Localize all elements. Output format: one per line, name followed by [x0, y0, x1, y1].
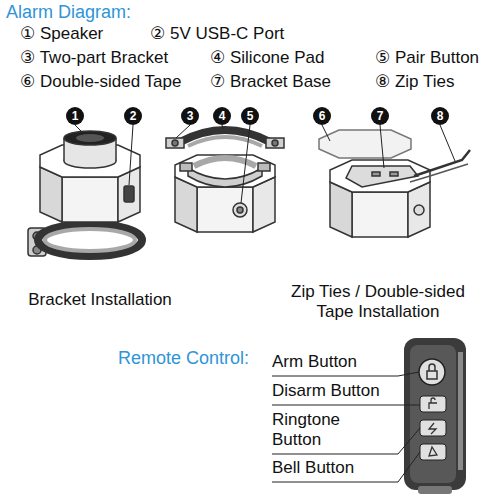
alarm-unit-bracket	[28, 131, 142, 256]
part-legend-item: ② 5V USB-C Port	[150, 24, 284, 44]
callout-number: 4	[213, 107, 231, 125]
remote-control	[404, 338, 466, 494]
callout-number: 2	[124, 107, 142, 125]
callout-number: 6	[313, 107, 331, 125]
button-label: Arm Button	[272, 352, 357, 372]
part-legend-item: ⑤ Pair Button	[375, 48, 479, 68]
alarm-unit-open-bracket	[166, 130, 284, 232]
remote-leaders	[272, 372, 420, 482]
part-legend-item: ③ Two-part Bracket	[20, 48, 168, 68]
button-label: Ringtone Button	[272, 410, 362, 450]
section-heading: Remote Control:	[118, 348, 249, 368]
callout-leaders	[75, 125, 455, 203]
installation-caption: Zip Ties / Double-sided Tape Installatio…	[278, 282, 478, 322]
part-legend-item: ⑧ Zip Ties	[375, 72, 454, 92]
part-legend-item: ① Speaker	[20, 24, 103, 44]
installation-caption: Bracket Installation	[5, 290, 195, 310]
button-label: Bell Button	[272, 458, 354, 478]
diagram-title: Alarm Diagram:	[6, 2, 131, 22]
alarm-unit-tape	[319, 130, 470, 237]
button-label: Disarm Button	[272, 381, 380, 401]
callout-number: 3	[181, 107, 199, 125]
part-legend-item: ⑦ Bracket Base	[210, 72, 331, 92]
part-legend-item: ④ Silicone Pad	[210, 48, 324, 68]
callout-number: 8	[431, 107, 449, 125]
part-legend-item: ⑥ Double-sided Tape	[20, 72, 181, 92]
callout-number: 5	[241, 107, 259, 125]
callout-number: 7	[371, 107, 389, 125]
callout-number: 1	[66, 107, 84, 125]
